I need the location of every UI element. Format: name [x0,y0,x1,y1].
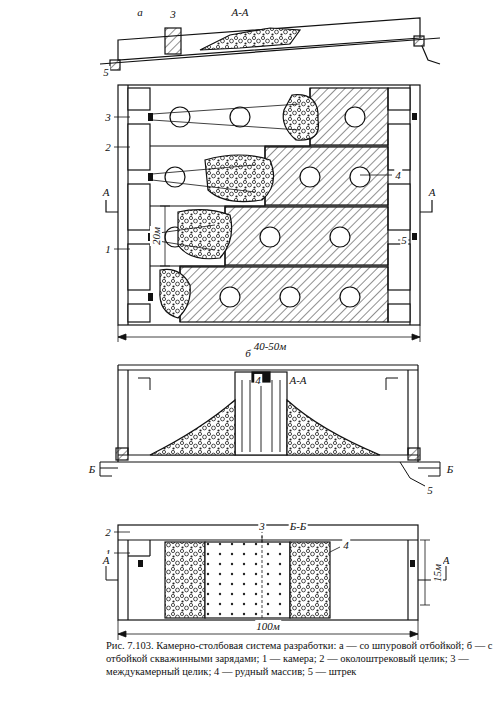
callout-number: 1 [104,243,112,255]
callout-number: 4 [342,539,350,551]
section-mark: А [428,186,437,198]
panel-letter: б [244,347,252,359]
section-mark: А [102,186,111,198]
drift [110,60,120,70]
dimension: 100м [255,620,281,632]
callout-number: 4 [254,374,262,386]
callout-number: 5 [102,66,110,78]
section-label: А-А [230,6,249,18]
section-mark: Б [88,463,97,475]
callout-number: 3 [169,8,177,20]
callout-number: 3 [258,520,266,532]
dimension: 15м [431,563,443,583]
section-b-a-a [100,365,440,486]
section-label: Б-Б [289,520,308,532]
callout-number: 5 [426,484,434,496]
section-label: А-А [288,374,307,386]
callout-number: 3 [104,111,112,123]
plan-a [106,85,432,342]
plan-b-b [106,525,446,640]
dimension: 20м [150,226,162,246]
dimension: 40-50м [253,340,288,352]
section-a-a [100,18,440,70]
section-mark: А [102,554,111,566]
callout-number: 2 [104,526,112,538]
panel-letter: а [136,6,144,18]
callout-number: 2 [104,141,112,153]
pillar-section [165,28,181,54]
figure-caption: Рис. 7.103. Камерно-столбовая система ра… [106,640,494,678]
callout-number: 5 [400,234,408,246]
section-mark: Б [446,463,455,475]
callout-number: 4 [394,169,402,181]
drift [414,36,424,46]
